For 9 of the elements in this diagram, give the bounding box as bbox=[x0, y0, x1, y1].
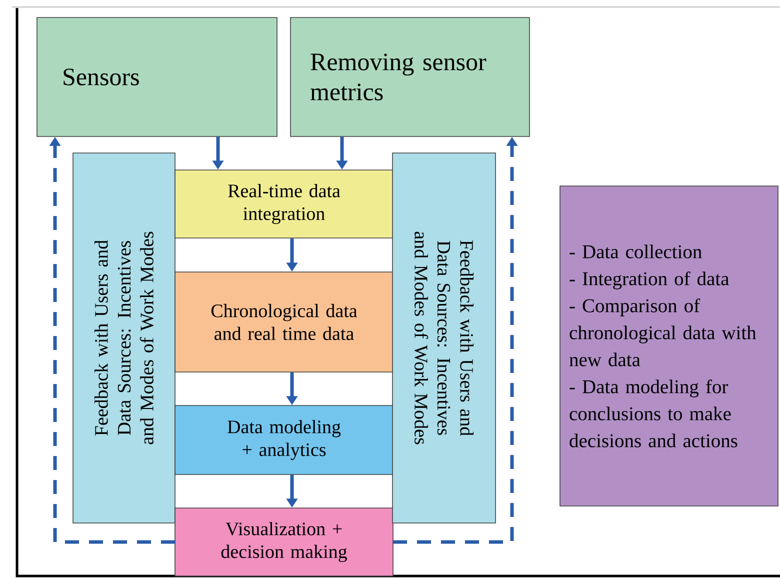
process-box: Chronological data and real time data bbox=[174, 272, 394, 372]
sensor-box: Sensors bbox=[36, 17, 278, 137]
process-box: Real-time data integration bbox=[174, 170, 394, 238]
process-box: Data modeling + analytics bbox=[174, 405, 394, 475]
notes-box: - Data collection - Integration of data - Comparison of chronological data with new data - Data modeling for conclusions to make decisions and actions bbox=[560, 186, 778, 506]
feedback-band: Feedback with Users and Data Sources: Incentives and Modes of Work Modes bbox=[392, 152, 496, 524]
feedback-band: Feedback with Users and Data Sources: Incentives and Modes of Work Modes bbox=[72, 152, 176, 524]
process-box: Visualization + decision making bbox=[174, 508, 394, 576]
sensor-box: Removing sensor metrics bbox=[290, 17, 530, 137]
